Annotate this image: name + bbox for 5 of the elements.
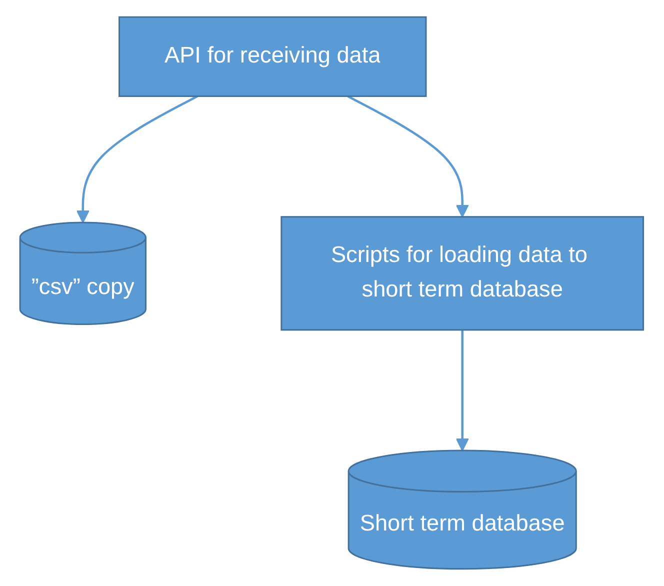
arrow [76, 95, 198, 224]
node-box: Scripts for loading data to short term database [281, 216, 644, 331]
arrow [348, 95, 470, 218]
arrow [456, 330, 470, 452]
node-box: API for receiving data [118, 16, 428, 97]
